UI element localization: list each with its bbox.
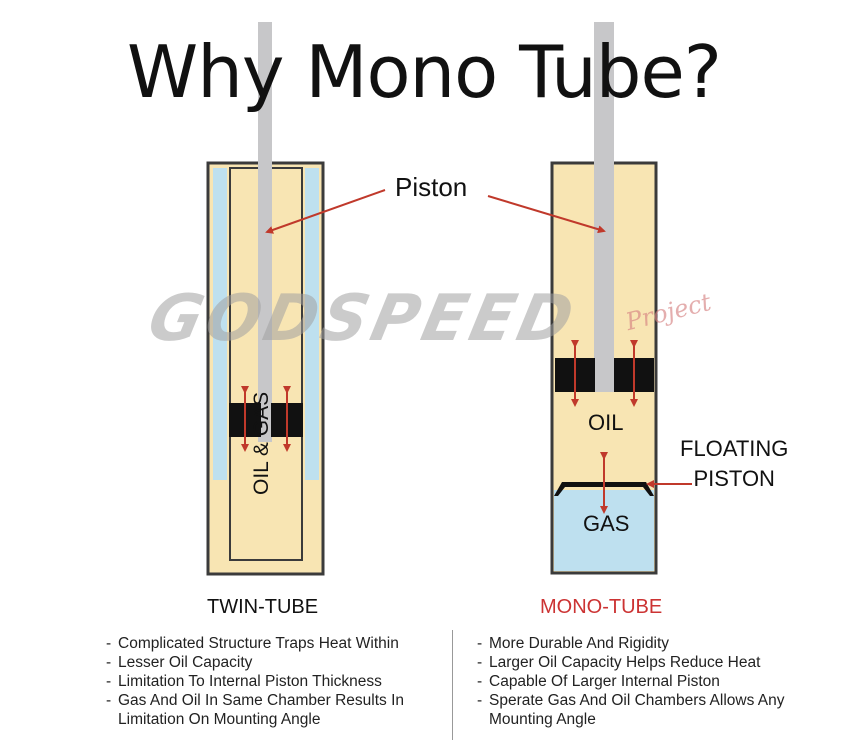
mono-tube-caption: MONO-TUBE — [540, 596, 663, 618]
gas-label: GAS — [583, 511, 630, 536]
list-item: More Durable And Rigidity — [475, 634, 820, 653]
page-title: Why Mono Tube? — [127, 30, 722, 114]
list-item: Capable Of Larger Internal Piston — [475, 672, 820, 691]
piston-pointer-twin — [265, 189, 386, 234]
floating-piston-label: FLOATING PISTON — [680, 436, 789, 491]
list-item: Gas And Oil In Same Chamber Results In L… — [104, 691, 454, 729]
list-item: Sperate Gas And Oil Chambers Allows Any … — [475, 691, 820, 729]
mono-piston-rod — [594, 22, 614, 392]
column-divider — [452, 630, 453, 740]
watermark-logo: GODSPEED — [142, 282, 584, 356]
twin-tube-points: Complicated Structure Traps Heat Within … — [104, 634, 454, 729]
oil-gas-label: OIL & GAS — [250, 391, 273, 495]
piston-label: Piston — [395, 172, 468, 202]
list-item: Limitation To Internal Piston Thickness — [104, 672, 454, 691]
twin-piston-rod — [258, 22, 272, 442]
mono-floating-piston — [554, 482, 654, 496]
twin-gas-sleeve-right — [305, 168, 319, 480]
twin-gas-sleeve-left — [213, 168, 227, 480]
list-item: Lesser Oil Capacity — [104, 653, 454, 672]
list-item: Larger Oil Capacity Helps Reduce Heat — [475, 653, 820, 672]
mono-tube-points: More Durable And Rigidity Larger Oil Cap… — [475, 634, 820, 729]
twin-tube-caption: TWIN-TUBE — [207, 596, 319, 618]
oil-label: OIL — [588, 410, 624, 435]
piston-pointer-mono — [487, 195, 606, 234]
list-item: Complicated Structure Traps Heat Within — [104, 634, 454, 653]
